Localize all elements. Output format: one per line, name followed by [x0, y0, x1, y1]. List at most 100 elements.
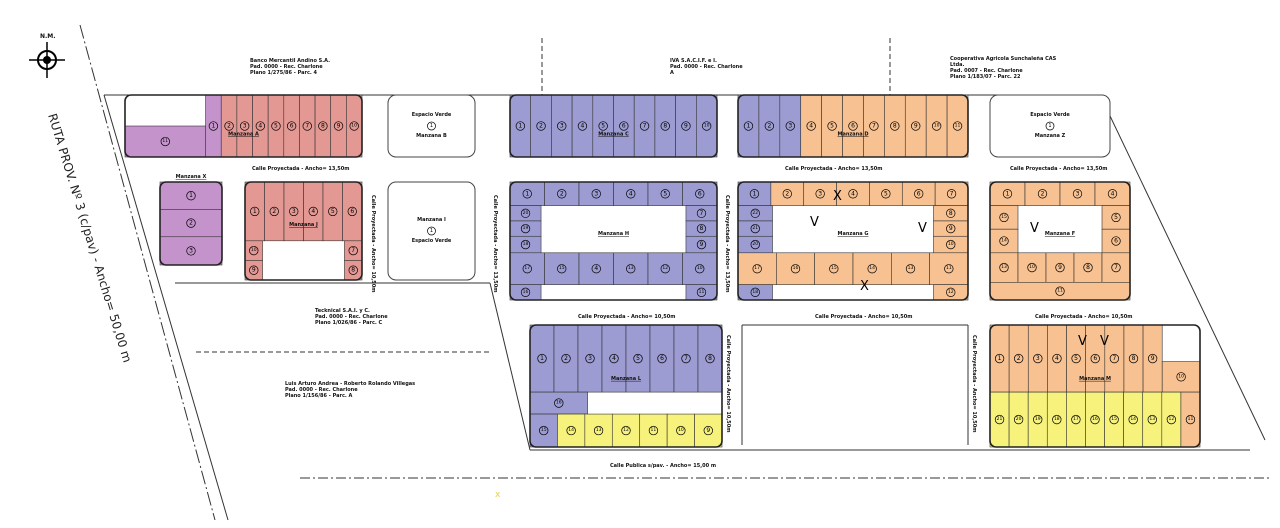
lot-number: 2 — [539, 123, 543, 130]
lot-number: 15 — [1001, 214, 1007, 220]
block-name: Manzana A — [228, 131, 259, 137]
lot-number-circle — [539, 425, 549, 436]
lot-number: 2 — [785, 190, 789, 197]
road-label: RUTA PROV. Nº 3 (c/pav) - Ancho= 50,00 m — [45, 112, 134, 364]
lot-number-circle — [890, 121, 900, 131]
lot-number: 1 — [747, 123, 751, 130]
lot-number-circle — [869, 121, 879, 131]
lot-number-circle — [598, 121, 608, 131]
lot — [578, 252, 614, 285]
lot-number-circle — [1052, 414, 1062, 425]
owner-label-line: Plano 1/156/86 - Parc. A — [285, 393, 353, 399]
street-label: Calle Proyectada - Ancho= 13,50m — [1010, 166, 1107, 172]
lot-number: 10 — [948, 241, 954, 247]
owner-label-line: Pad. 0000 - Rec. Charlone — [285, 387, 358, 393]
street-label: Calle Publica s/pav. - Ancho= 15,00 m — [610, 463, 716, 469]
lot-number-circle — [536, 121, 546, 131]
lot-number-circle — [554, 398, 564, 408]
lot — [159, 209, 223, 238]
lot-number-circle — [585, 353, 595, 364]
lot-number: 15 — [559, 265, 565, 271]
lot-number: 11 — [699, 289, 705, 295]
lot-number-circle — [848, 189, 858, 199]
owner-label-line: Plano 1/026/86 - Parc. C — [315, 320, 383, 326]
lot-number: 10 — [704, 123, 710, 129]
owner-label-line: Pad. 0000 - Rec. Charlone — [670, 64, 743, 70]
lot-number: 18 — [523, 241, 529, 247]
lot-number: 9 — [252, 267, 256, 274]
lot-number-circle — [186, 191, 196, 201]
lot — [666, 413, 695, 448]
lot-number-circle — [1185, 414, 1196, 425]
lot-number-circle — [1014, 353, 1024, 364]
lot-number: 12 — [623, 427, 629, 433]
lot-number: 1 — [540, 355, 544, 362]
lot-number-circle — [249, 265, 259, 275]
reserved-mark-v: V — [1100, 334, 1109, 349]
lot-number: 9 — [949, 225, 953, 232]
lot — [613, 252, 649, 285]
lot-number: 10 — [251, 247, 257, 253]
lot-number: 4 — [258, 123, 262, 130]
lot-number: 6 — [660, 355, 664, 362]
block-name: Manzana M — [1079, 376, 1111, 382]
lot-number: 5 — [274, 123, 278, 130]
lot-number-circle — [848, 121, 858, 131]
lot-number-circle — [318, 121, 328, 131]
lot-number: 17 — [1073, 416, 1079, 422]
lot-number: 9 — [1058, 264, 1062, 271]
lot-number-circle — [537, 353, 547, 364]
lot-number-circle — [705, 353, 715, 364]
lot-number: 14 — [1001, 238, 1007, 244]
reserved-mark-v: V — [918, 221, 927, 236]
lot — [852, 252, 892, 285]
block-name: Manzana X — [176, 174, 207, 180]
lot-number: 7 — [684, 355, 688, 362]
owner-label-line: Pad. 0000 - Rec. Charlone — [315, 314, 388, 320]
lot-number-circle — [427, 121, 436, 131]
lot-number-circle — [944, 264, 954, 274]
lot-number: 10 — [1029, 264, 1035, 270]
lot-number: 8 — [351, 267, 355, 274]
green-space-number: 1 — [430, 123, 433, 129]
lot-number: 16 — [1092, 416, 1098, 422]
lot-number: 21 — [997, 416, 1003, 422]
reserved-mark-v: V — [1078, 334, 1087, 349]
lot-number: 15 — [541, 427, 547, 433]
lot-number: 10 — [934, 123, 940, 129]
lot-number: 16 — [793, 265, 799, 271]
lot-number: 21 — [752, 225, 758, 231]
lot-number-circle — [271, 121, 281, 131]
lot-number-circle — [782, 189, 792, 199]
lot-number-circle — [660, 121, 670, 131]
lot-number: 8 — [949, 210, 953, 217]
lot-number-circle — [999, 212, 1009, 223]
lot-number-circle — [1027, 262, 1037, 273]
lot-number: 12 — [1168, 416, 1174, 422]
lot-number: 4 — [581, 123, 585, 130]
lot-number-circle — [696, 208, 707, 218]
lot — [639, 413, 668, 448]
street-label: Calle Proyectada - Ancho= 13,50m — [492, 195, 498, 292]
lot-number: 7 — [1114, 264, 1118, 271]
lot-number-circle — [994, 353, 1005, 364]
lot-number-circle — [806, 121, 816, 131]
street-label: Calle Proyectada - Ancho= 10,50m — [370, 195, 376, 292]
lot-number-circle — [333, 121, 344, 131]
lot-number-circle — [522, 189, 532, 199]
street-label: Calle Proyectada - Ancho= 13,50m — [724, 195, 730, 292]
lot-number: 22 — [752, 210, 758, 216]
lot-number: 2 — [560, 190, 564, 197]
marker-x: x — [495, 490, 501, 500]
lot-number: 9 — [700, 241, 704, 248]
lot-number: 4 — [809, 123, 813, 130]
lot-number-circle — [186, 218, 196, 228]
lot-number-circle — [750, 208, 760, 218]
lot-number: 4 — [851, 190, 855, 197]
lot-number: 6 — [1093, 355, 1097, 362]
